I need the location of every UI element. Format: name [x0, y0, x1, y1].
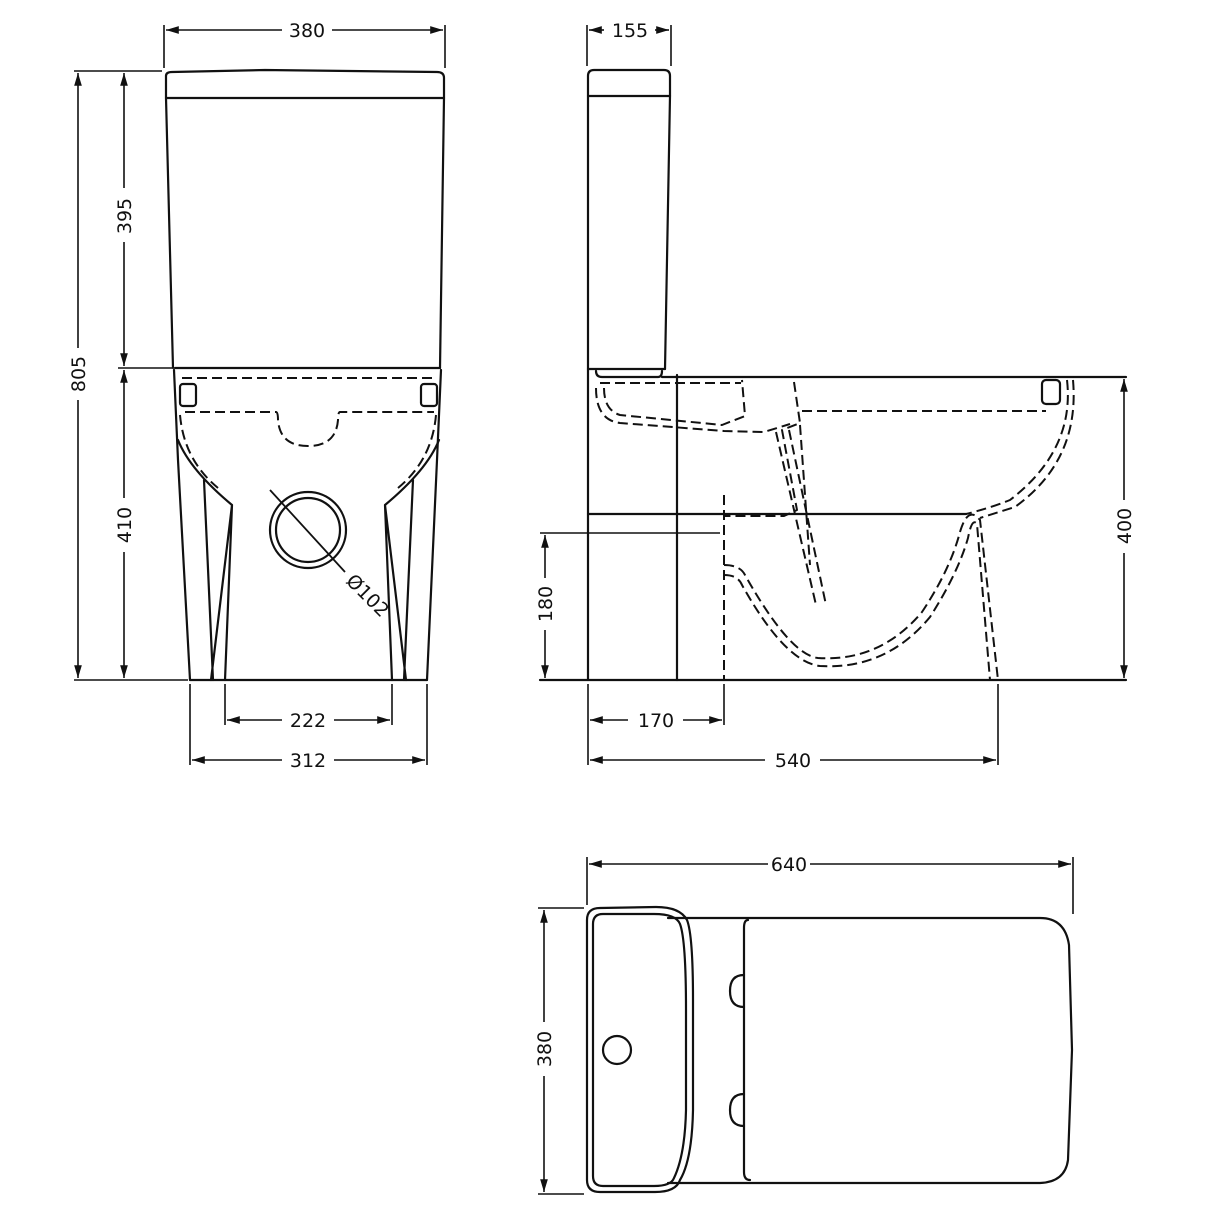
front-pan: Ø102 — [172, 368, 443, 682]
plan-cistern — [585, 905, 695, 1194]
dim-overall-length: 640 — [771, 854, 807, 876]
dim-side-pan-height: 400 — [1114, 508, 1136, 544]
dim-cistern-depth: 155 — [612, 20, 648, 42]
plan-dimensions: 640 380 — [534, 854, 1074, 1195]
dim-pan-height: 410 — [114, 507, 136, 543]
dim-overall-width: 380 — [534, 1031, 556, 1067]
front-cistern — [164, 68, 446, 370]
side-pan — [538, 367, 1128, 682]
dim-outlet-distance: 170 — [638, 710, 674, 732]
dim-fixing-centres: 222 — [290, 710, 326, 732]
side-dimensions: 155 400 180 170 540 — [535, 20, 1136, 772]
outlet-diameter-label: Ø102 — [341, 570, 393, 622]
dim-base-width: 312 — [290, 750, 326, 772]
front-view: Ø102 380 805 395 410 222 — [68, 20, 446, 772]
side-cistern — [586, 68, 1128, 379]
front-dimensions: 380 805 395 410 222 312 — [68, 20, 446, 772]
dim-front-width: 380 — [289, 20, 325, 42]
dim-outlet-height: 180 — [535, 586, 557, 622]
dim-projection: 540 — [775, 750, 811, 772]
dim-total-height: 805 — [68, 356, 90, 392]
plan-view: 640 380 — [534, 854, 1074, 1195]
plan-seat — [666, 916, 1074, 1185]
side-view: 155 400 180 170 540 — [535, 20, 1136, 772]
dim-cistern-height: 395 — [114, 198, 136, 234]
